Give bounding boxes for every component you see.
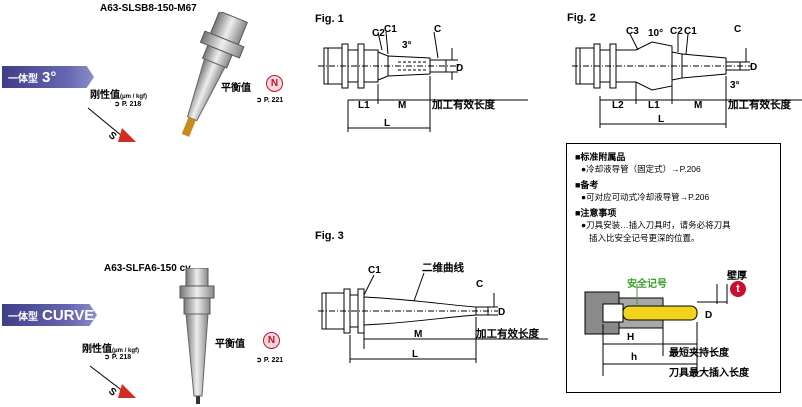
fig2-drawing: C3 10° C2 C1 C D 3° L2 L1 M L 加工有效长度 (572, 24, 802, 128)
item2-rigidity: 刚性值(μm / kgf) (82, 340, 139, 355)
fig3-c: C (476, 279, 483, 290)
item1-model: A63-SLSB8-150-M67 (100, 3, 197, 14)
fig1-l: L (384, 118, 390, 129)
item1-rigidity-label: 刚性值 (90, 90, 120, 101)
fig1-c1: C1 (384, 24, 397, 35)
item2-rigidity-label: 刚性值 (82, 344, 112, 355)
fig1-c: C (434, 24, 441, 35)
fig3-title: Fig. 3 (315, 230, 344, 242)
item2-s-arrow: S (89, 365, 136, 399)
item2-tag-big: CURVE (42, 306, 95, 324)
item2-balance-ref[interactable]: ➲ P. 221 (256, 357, 284, 364)
fig2-angle-top: 10° (648, 28, 663, 39)
clamp-max: 刀具最大插入长度 (669, 366, 750, 379)
notes-caution-line1: ●刀具安装…插入刀具时，请务必将刀具 (581, 220, 731, 230)
fig2-l1: L1 (648, 100, 660, 111)
fig1-angle: 3° (402, 40, 412, 51)
notes-std-item: ●冷却液导管（固定式）→P.206 (581, 164, 701, 174)
item2-rigidity-unit: (μm / kgf) (112, 348, 140, 354)
fig2-d: D (750, 62, 757, 73)
safety-mark-label: 安全记号 (627, 279, 667, 290)
item2-model: A63-SLFA6-150 cv (104, 263, 191, 274)
fig1-drawing: C2 C1 3° C D L1 M L 加工有效长度 (318, 24, 528, 132)
item1-rigidity: 刚性值(μm / kgf) (90, 86, 147, 101)
item1-tag-big: 3° (42, 68, 57, 86)
fig2-effective: 加工有效长度 (727, 98, 791, 111)
notes-remark-head: ■备考 (575, 180, 599, 190)
fig3-curve: 二维曲线 (422, 261, 464, 274)
fig3-c1: C1 (368, 265, 381, 276)
fig2-angle-bottom: 3° (730, 80, 740, 91)
fig2-c3: C3 (626, 26, 639, 37)
fig1-d: D (456, 63, 463, 74)
clamp-diagram: H D h 最短夹持长度 刀具最大插入长度 (584, 284, 750, 379)
fig2-title: Fig. 2 (567, 12, 596, 24)
notes-box: ■标准附属品 ●冷却液导管（固定式）→P.206 ■备考 ●可对应可动式冷却液导… (566, 143, 781, 393)
wall-badge: t (730, 281, 746, 297)
notes-caution-line2: 插入比安全记号更深的位置。 (589, 233, 700, 243)
item2-balance-label: 平衡值 (215, 339, 245, 350)
item1-s-arrow: S (87, 107, 136, 143)
notes-remark-item: ●可对应可动式冷却液导管→P.206 (581, 192, 710, 202)
fig2-c2: C2 (670, 26, 683, 37)
fig3-effective: 加工有效长度 (475, 327, 539, 340)
item2-type-tag: 一体型 CURVE (2, 304, 97, 326)
item1-marker-s: S (106, 130, 118, 143)
item2-rigidity-ref[interactable]: ➲ P. 218 (104, 354, 132, 361)
fig2-c1: C1 (684, 26, 697, 37)
fig3-l: L (412, 349, 418, 360)
clamp-min: 最短夹持长度 (669, 346, 730, 359)
clamp-h: H (627, 332, 634, 343)
item1-balance-ref[interactable]: ➲ P. 221 (256, 97, 284, 104)
fig2-l: L (658, 114, 664, 125)
item2-marker-s: S (106, 386, 118, 399)
wall-label: 壁厚 (727, 271, 747, 282)
item1-type-tag: 一体型 3° (2, 66, 94, 88)
fig3-drawing: C1 二维曲线 C D M L 加工有效长度 (318, 261, 548, 363)
notes-std-head: ■标准附属品 (575, 152, 626, 162)
clamp-d: D (705, 310, 712, 321)
item1-rigidity-ref[interactable]: ➲ P. 218 (114, 101, 142, 108)
fig1-title: Fig. 1 (315, 13, 344, 25)
item2-tag-small: 一体型 (8, 311, 38, 323)
fig2-l2: L2 (612, 100, 624, 111)
fig1-c2: C2 (372, 28, 385, 39)
item1-balance-badge: N (266, 75, 283, 92)
fig1-effective: 加工有效长度 (431, 98, 495, 111)
item1-tag-small: 一体型 (8, 73, 38, 85)
clamp-small-h: h (631, 352, 637, 363)
fig2-c: C (734, 24, 741, 35)
item2-tool-image (179, 268, 215, 404)
item2-balance-badge: N (263, 332, 280, 349)
fig1-l1: L1 (358, 100, 370, 111)
fig1-m: M (398, 100, 406, 111)
fig2-m: M (694, 100, 702, 111)
item1-tool-image (181, 12, 248, 137)
fig3-d: D (498, 307, 505, 318)
item1-rigidity-unit: (μm / kgf) (120, 94, 148, 100)
fig3-m: M (414, 329, 422, 340)
notes-caution-head: ■注意事项 (575, 208, 617, 218)
item1-balance-label: 平衡值 (221, 83, 251, 94)
